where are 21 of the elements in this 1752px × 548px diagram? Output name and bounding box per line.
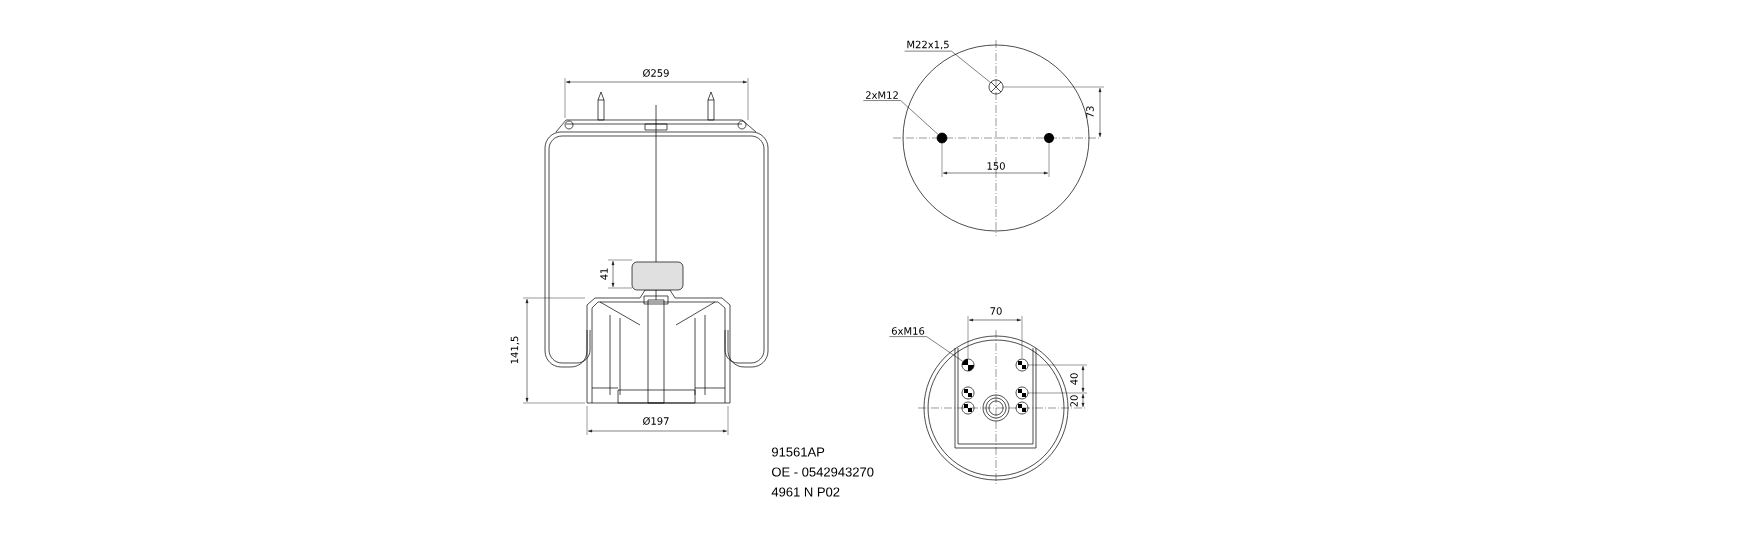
part-number-text: 91561AP (772, 447, 825, 457)
leader-line (904, 50, 991, 83)
hole (936, 132, 948, 144)
dimension-text: 40 (1070, 373, 1078, 385)
leader-line (863, 100, 939, 135)
dimension-text: 141,5 (510, 336, 520, 364)
dimension-text: 73 (1086, 106, 1094, 118)
thread-label: 2xM12 (865, 91, 898, 99)
dimension-text: 150 (987, 162, 1005, 170)
dimension-text: 20 (1070, 395, 1078, 407)
dimension-text: Ø197 (643, 417, 669, 425)
dimension-text: Ø259 (643, 69, 669, 77)
thread-label: 6xM16 (891, 327, 925, 335)
hole (988, 79, 1004, 95)
part-number-text: OE - 0542943270 (772, 467, 874, 477)
thread-label: M22x1,5 (907, 40, 949, 50)
leader-line (889, 336, 964, 362)
part-number-text: 4961 N P02 (771, 487, 840, 497)
dimension-text: 70 (990, 307, 1002, 315)
hole (961, 358, 975, 372)
dimension-text: 41 (600, 268, 608, 280)
